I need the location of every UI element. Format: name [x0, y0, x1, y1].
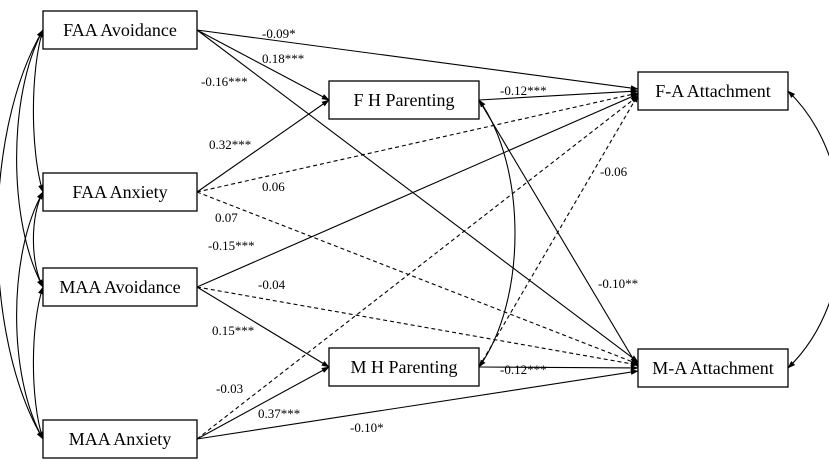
node-box	[328, 347, 480, 387]
node-label: F-A Attachment	[655, 81, 771, 101]
path-fh-parenting-to-ma-attachment	[478, 99, 639, 368]
correlation-fh-parenting-mh-parenting	[478, 99, 516, 368]
path-maa-anxiety-to-mh-parenting	[196, 366, 330, 440]
node-box	[42, 267, 198, 307]
path-mh-parenting-to-fa-attachment	[478, 94, 639, 368]
correlation-faa-anxiety-maa-anxiety	[16, 191, 44, 440]
coefficient-label: -0.09*	[262, 26, 296, 41]
correlations-layer	[0, 29, 829, 440]
coefficient-label: -0.03	[216, 381, 243, 396]
correlation-fa-attachment-ma-attachment	[787, 90, 829, 369]
correlation-faa-avoidance-maa-anxiety	[0, 29, 44, 440]
node-label: M-A Attachment	[652, 358, 773, 378]
correlation-maa-avoidance-maa-anxiety	[32, 286, 44, 440]
node-fh-parenting: F H Parenting	[328, 80, 480, 120]
node-box	[328, 80, 480, 120]
coefficient-label: 0.32***	[209, 137, 251, 152]
node-ma-attachment: M-A Attachment	[637, 348, 789, 388]
correlation-faa-avoidance-faa-anxiety	[32, 29, 44, 193]
node-label: MAA Anxiety	[69, 429, 172, 449]
coefficient-label: -0.16***	[201, 74, 248, 89]
node-label: FAA Avoidance	[63, 20, 177, 40]
coefficient-label: -0.15***	[208, 238, 255, 253]
path-faa-avoidance-to-fa-attachment	[196, 29, 639, 91]
node-box	[637, 348, 789, 388]
node-box	[42, 10, 198, 50]
coefficient-label: 0.07	[215, 210, 238, 225]
coefficient-label: 0.06	[262, 179, 285, 194]
path-maa-avoidance-to-mh-parenting	[196, 286, 330, 368]
node-maa-avoidance: MAA Avoidance	[42, 267, 198, 307]
path-faa-anxiety-to-fa-attachment	[196, 91, 639, 193]
node-box	[637, 71, 789, 111]
correlation-faa-avoidance-maa-avoidance	[16, 29, 44, 288]
correlation-faa-anxiety-maa-avoidance	[32, 191, 44, 288]
node-faa-anxiety: FAA Anxiety	[42, 172, 198, 212]
path-faa-avoidance-to-ma-attachment	[196, 29, 639, 363]
path-fh-parenting-to-fa-attachment	[478, 88, 639, 101]
node-box	[42, 172, 198, 212]
coefficient-label: -0.10*	[350, 420, 384, 435]
node-box	[42, 419, 198, 459]
path-mh-parenting-to-ma-attachment	[478, 365, 639, 371]
coefficient-label: 0.15***	[212, 323, 254, 338]
coefficient-label: -0.12***	[500, 362, 547, 377]
path-maa-avoidance-to-fa-attachment	[196, 93, 639, 288]
node-label: M H Parenting	[351, 357, 458, 377]
node-label: F H Parenting	[354, 90, 455, 110]
node-fa-attachment: F-A Attachment	[637, 71, 789, 111]
node-maa-anxiety: MAA Anxiety	[42, 419, 198, 459]
coefficient-label: -0.06	[600, 164, 628, 179]
edges-layer	[196, 29, 639, 440]
path-faa-anxiety-to-ma-attachment	[196, 191, 639, 365]
coefficient-label: -0.12***	[500, 83, 547, 98]
path-faa-anxiety-to-fh-parenting	[196, 99, 330, 193]
coefficient-label: 0.18***	[262, 51, 304, 66]
path-faa-avoidance-to-fh-parenting	[196, 29, 330, 101]
node-label: FAA Anxiety	[72, 182, 167, 202]
coefficient-labels-layer: -0.09* 0.18*** -0.16*** 0.32*** 0.06 0.07 -0.1…	[201, 26, 638, 435]
path-maa-anxiety-to-ma-attachment	[196, 369, 639, 440]
node-label: MAA Avoidance	[59, 277, 180, 297]
node-faa-avoidance: FAA Avoidance	[42, 10, 198, 50]
coefficient-label: 0.37***	[258, 406, 300, 421]
path-maa-anxiety-to-fa-attachment	[196, 95, 639, 440]
coefficient-label: -0.04	[258, 277, 286, 292]
coefficient-label: -0.10**	[598, 276, 638, 291]
path-maa-avoidance-to-ma-attachment	[196, 286, 639, 367]
node-mh-parenting: M H Parenting	[328, 347, 480, 387]
